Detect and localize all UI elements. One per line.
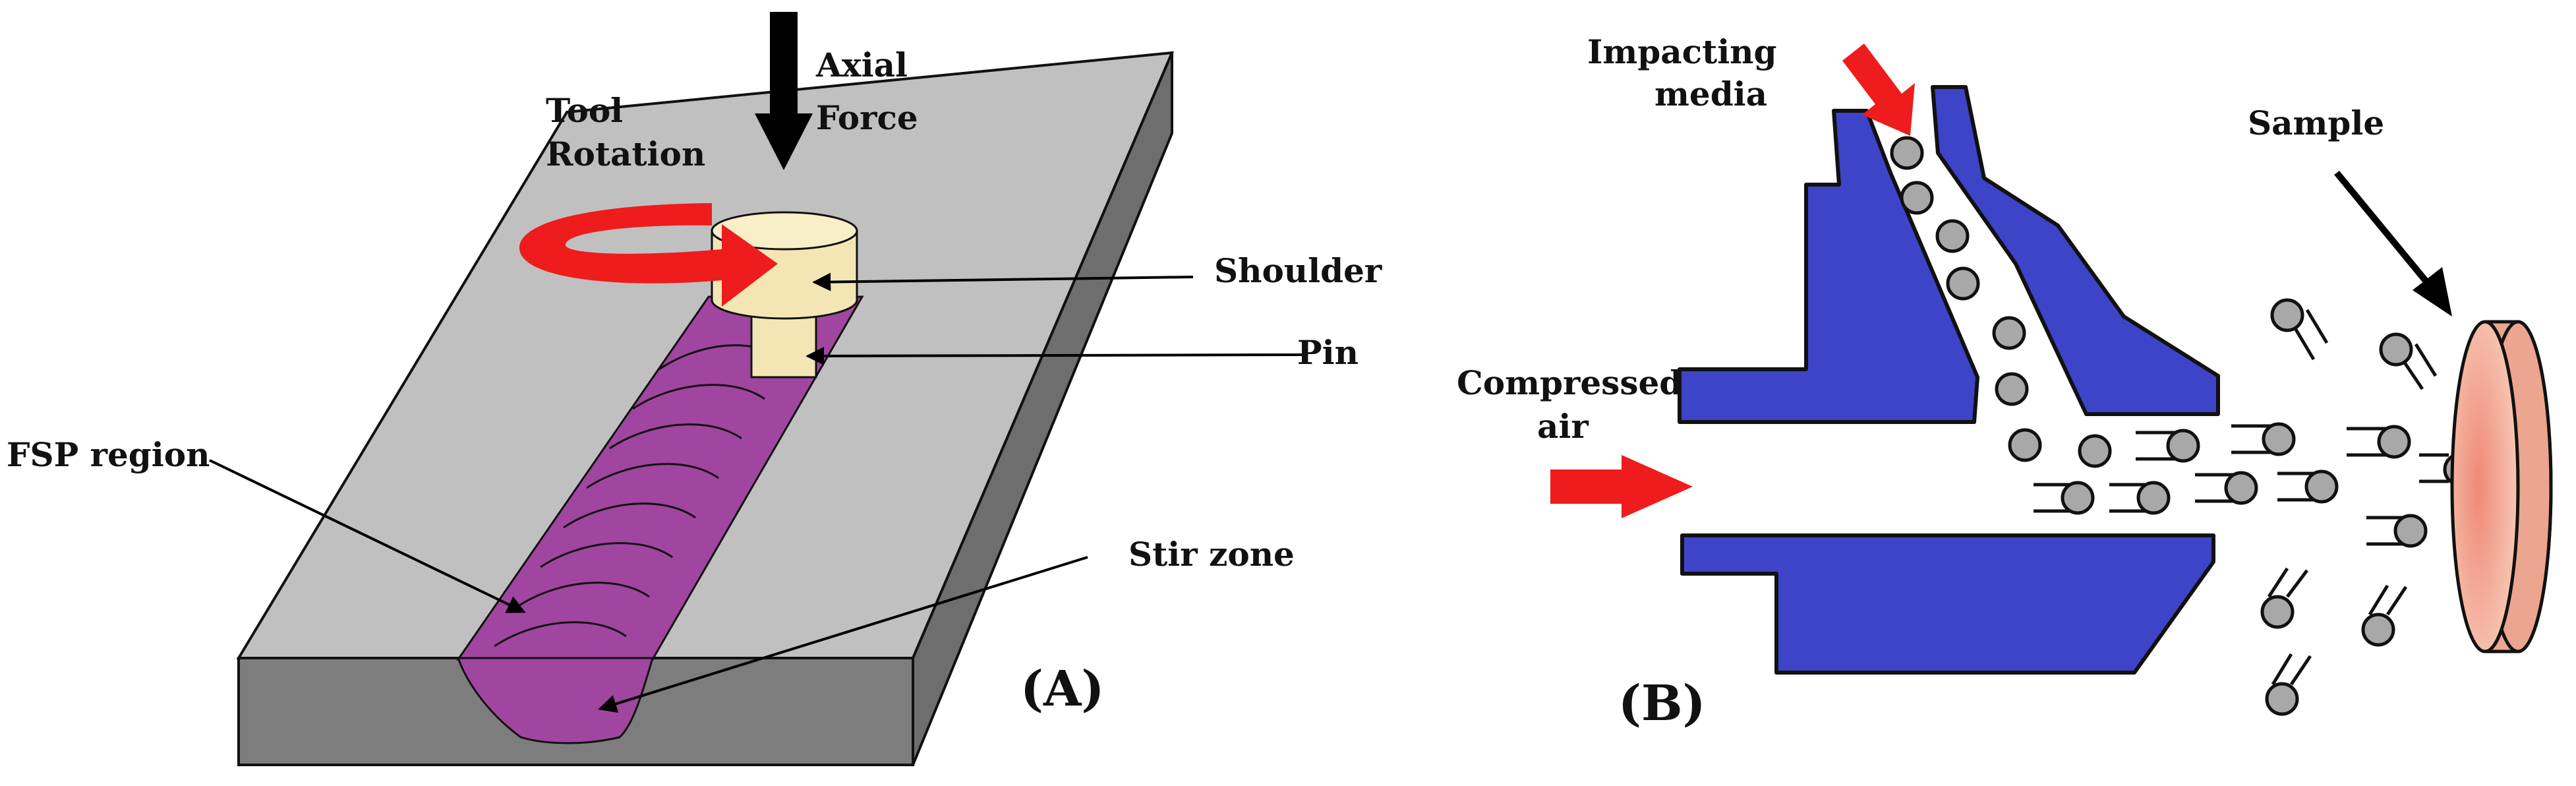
- flying-particle: [2136, 429, 2200, 463]
- stir-zone-cross-section: [456, 657, 654, 744]
- compressed-air-arrow: [1550, 455, 1693, 518]
- panel-a-friction-stir-processing: Axial Force Tool Rotation Shoulder Pin F…: [7, 12, 1382, 766]
- axial-force-label-line1: Axial: [815, 45, 908, 84]
- pin-label: Pin: [1297, 333, 1359, 372]
- flying-particle: [2231, 422, 2296, 456]
- flying-particle: [2347, 425, 2411, 459]
- rebound-particle: [2270, 298, 2329, 361]
- sample-disk: [2450, 320, 2553, 653]
- panel-b-caption: (B): [1618, 675, 1706, 732]
- axial-force-label-line2: Force: [816, 98, 918, 137]
- fsp-region-label: FSP region: [7, 435, 210, 474]
- tool-rotation-label-line2: Rotation: [546, 135, 705, 173]
- flying-particle: [2195, 471, 2258, 505]
- tool-rotation-arrow: [519, 203, 778, 307]
- compressed-air-label-line1: Compressed: [1457, 363, 1682, 402]
- impacting-media-label-line1: Impacting: [1587, 32, 1777, 71]
- panel-b-shot-peening: Impacting media Sample Compressed air (B…: [1457, 32, 2553, 732]
- panel-a-leader-lines: [209, 272, 1303, 713]
- stir-zone-label: Stir zone: [1128, 535, 1295, 574]
- compressed-air-label-line2: air: [1537, 407, 1589, 446]
- flying-particle: [2277, 469, 2339, 504]
- shoulder-label: Shoulder: [1214, 251, 1382, 290]
- nozzle-upper-left: [1678, 109, 1979, 424]
- sample-label: Sample: [2248, 104, 2384, 142]
- panel-a-caption: (A): [1020, 661, 1104, 717]
- tool-rotation-label-line1: Tool: [546, 91, 623, 130]
- tool-shoulder-top: [711, 211, 858, 251]
- rebound-particle: [2265, 653, 2312, 716]
- axial-force-arrow: [755, 12, 813, 170]
- channel-particles: [1890, 136, 2112, 468]
- tool-pin: [750, 315, 817, 378]
- flying-particles: [2034, 298, 2477, 716]
- flying-particle: [2034, 481, 2095, 515]
- flying-particle: [2366, 514, 2428, 548]
- impacting-media-label-line2: media: [1654, 75, 1767, 113]
- nozzle-lower: [1680, 533, 2215, 675]
- rebound-particle: [2379, 332, 2438, 390]
- rebound-particle: [2361, 584, 2408, 647]
- nozzle-upper-right: [1931, 85, 2220, 416]
- rebound-particle: [2260, 567, 2308, 629]
- media-inlet-arrow: [1842, 44, 1915, 136]
- sample-pointer-arrow: [2334, 170, 2452, 317]
- flying-particle: [2109, 481, 2171, 515]
